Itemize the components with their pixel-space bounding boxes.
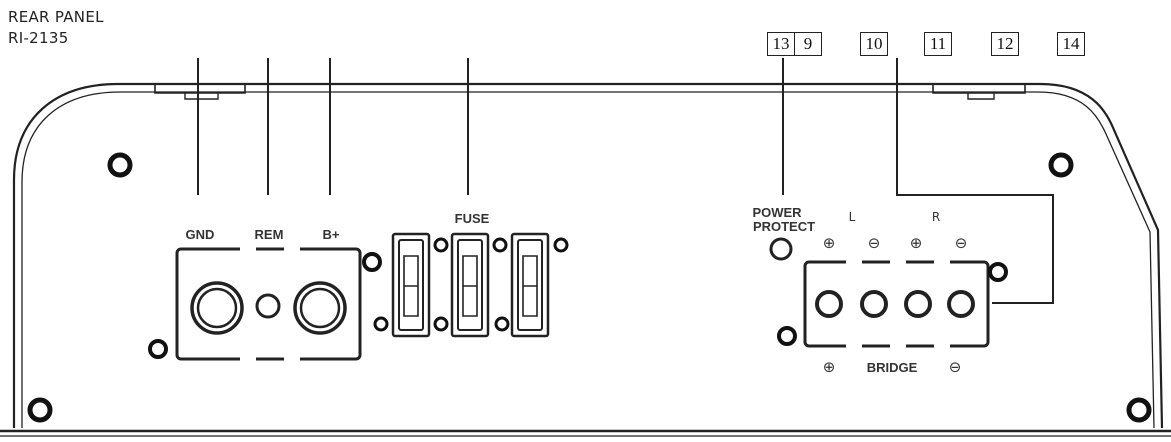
callout-10: 10 <box>860 32 888 56</box>
diagram-title: REAR PANEL <box>8 8 104 26</box>
fuse-screw <box>494 316 510 332</box>
power-protect-led <box>769 237 793 261</box>
block-screw-lower <box>148 339 168 359</box>
rem-terminal <box>255 293 281 319</box>
fuse-screw <box>492 237 508 253</box>
speaker-terminal-right-minus <box>947 290 975 318</box>
callout-9: 9 <box>794 32 822 56</box>
mount-tab-right <box>932 84 1026 94</box>
screw-bottom-right <box>1126 397 1152 423</box>
fuse-3 <box>510 232 550 338</box>
gnd-label: GND <box>186 227 215 242</box>
speaker-terminal-right-plus <box>904 290 932 318</box>
speaker-terminal-left-minus <box>860 290 888 318</box>
callout-13: 13 <box>767 32 795 56</box>
fuse-bank <box>391 232 550 338</box>
panel-outline <box>12 82 1164 429</box>
gnd-terminal <box>190 281 244 335</box>
right-plus-symbol: ⊕ <box>910 234 923 252</box>
callout-11: 11 <box>924 32 952 56</box>
fuse-label: FUSE <box>455 211 490 226</box>
power-terminal-block <box>175 247 362 361</box>
protect-label: PROTECT <box>753 219 815 234</box>
model-number: RI-2135 <box>8 29 69 47</box>
screw-bottom-left <box>27 397 53 423</box>
speaker-block-screw-lower <box>777 326 797 346</box>
mounting-screws <box>27 152 1152 423</box>
mount-tab-left-slot <box>184 93 219 100</box>
mount-tab-right-slot <box>967 93 995 100</box>
left-plus-symbol: ⊕ <box>823 234 836 252</box>
left-channel-label: L <box>849 210 856 224</box>
bridge-label: BRIDGE <box>867 360 918 375</box>
power-label: POWER <box>752 205 802 220</box>
right-channel-label: R <box>932 210 940 224</box>
left-minus-symbol: ⊖ <box>868 234 881 252</box>
fuse-screw <box>433 316 449 332</box>
screw-top-left <box>107 152 133 178</box>
fuse-1 <box>391 232 431 338</box>
fuse-screw <box>433 237 449 253</box>
fuse-screw <box>373 316 389 332</box>
screw-top-right <box>1048 152 1074 178</box>
fuse-2 <box>450 232 490 338</box>
speaker-terminal-block <box>803 260 990 348</box>
right-minus-symbol: ⊖ <box>955 234 968 252</box>
callout-12: 12 <box>991 32 1019 56</box>
fuse-screw <box>553 237 569 253</box>
block-screw-upper <box>362 252 382 272</box>
rem-label: REM <box>255 227 284 242</box>
leader-speaker-terminals <box>896 58 1054 304</box>
bridge-plus-symbol: ⊕ <box>823 358 836 376</box>
bplus-terminal <box>293 281 347 335</box>
speaker-block-screw-upper <box>988 262 1008 282</box>
bplus-label: B+ <box>323 227 340 242</box>
speaker-terminal-left-plus <box>815 290 843 318</box>
bridge-minus-symbol: ⊖ <box>949 358 962 376</box>
panel-outline-inner <box>21 91 1155 429</box>
callout-14: 14 <box>1057 32 1085 56</box>
mount-tab-left <box>154 84 246 94</box>
